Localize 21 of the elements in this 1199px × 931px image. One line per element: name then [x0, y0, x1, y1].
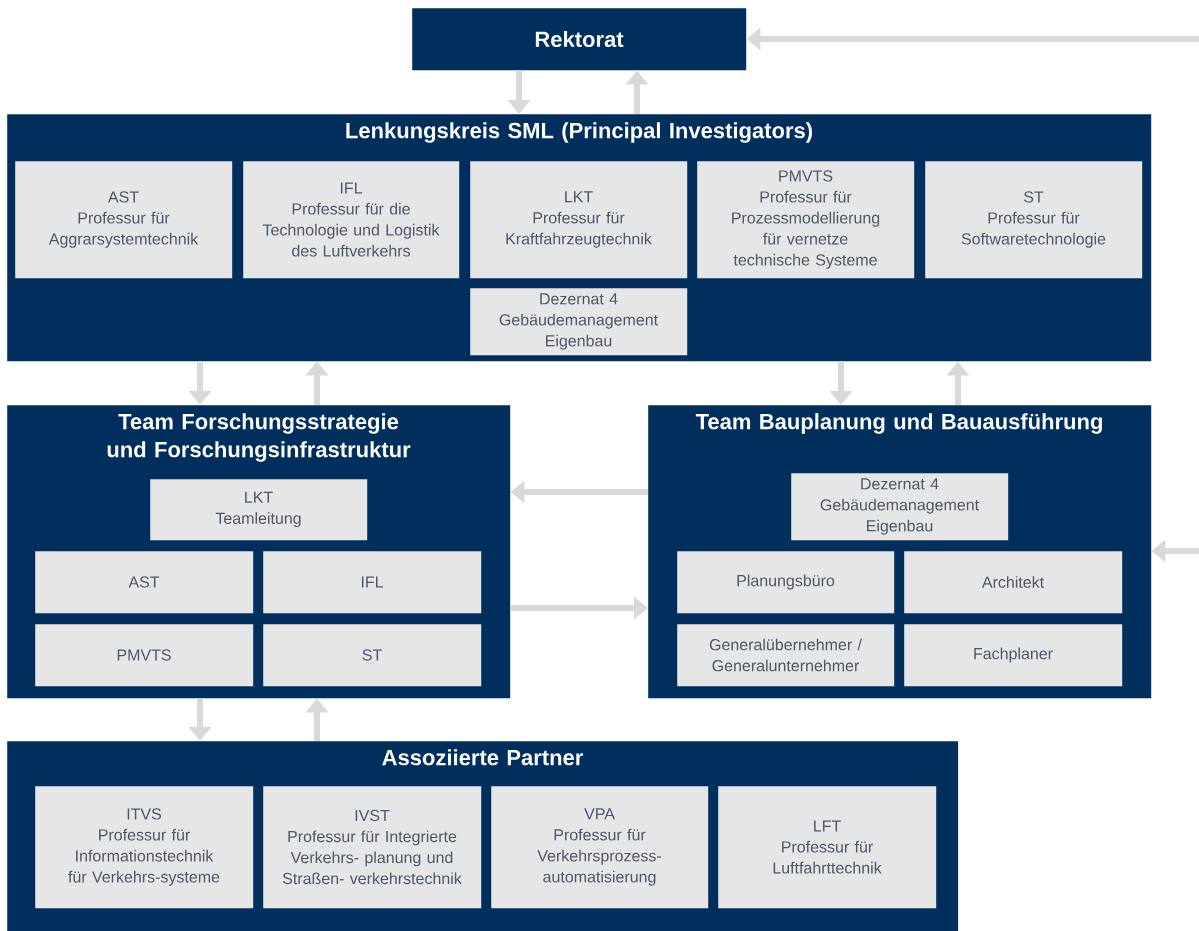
unit-box: Fachplaner: [904, 624, 1123, 687]
unit-box: LKT Teamleitung: [150, 479, 368, 541]
unit-box: PMVTS Professur für Prozessmodellierung für vernetze technische Systeme: [697, 161, 915, 279]
unit-box: ITVS Professur für Informationstechnik für Verkehrs-systeme: [35, 786, 254, 909]
unit-box: IVST Professur für Integrierte Verkehrs- planung und Straßen- verkehrstechnik: [263, 786, 482, 909]
unit-box: LKT Professur für Kraftfahrzeugtechnik: [470, 161, 688, 279]
unit-box: ST: [263, 624, 482, 687]
unit-box: Planungsbüro: [677, 551, 895, 614]
unit-box: Dezernat 4 Gebäudemanagement Eigenbau: [470, 288, 688, 356]
unit-box: AST: [35, 551, 254, 614]
unit-box: VPA Professur für Verkehrsprozess- automatisierung: [491, 786, 709, 909]
unit-box: LFT Professur für Luftfahrttechnik: [718, 786, 937, 909]
unit-box: ST Professur für Softwaretechnologie: [925, 161, 1143, 279]
unit-box: Generalübernehmer / Generalunternehmer: [677, 624, 895, 687]
unit-box: IFL Professur für die Technologie und Logistik des Luftverkehrs: [243, 161, 460, 279]
unit-box: Dezernat 4 Gebäudemanagement Eigenbau: [791, 473, 1009, 541]
unit-box: AST Professur für Aggrarsystemtechnik: [15, 161, 233, 279]
unit-box: Architekt: [904, 551, 1123, 614]
header-box: Rektorat: [412, 8, 747, 71]
unit-box: PMVTS: [35, 624, 254, 687]
unit-box: IFL: [263, 551, 482, 614]
